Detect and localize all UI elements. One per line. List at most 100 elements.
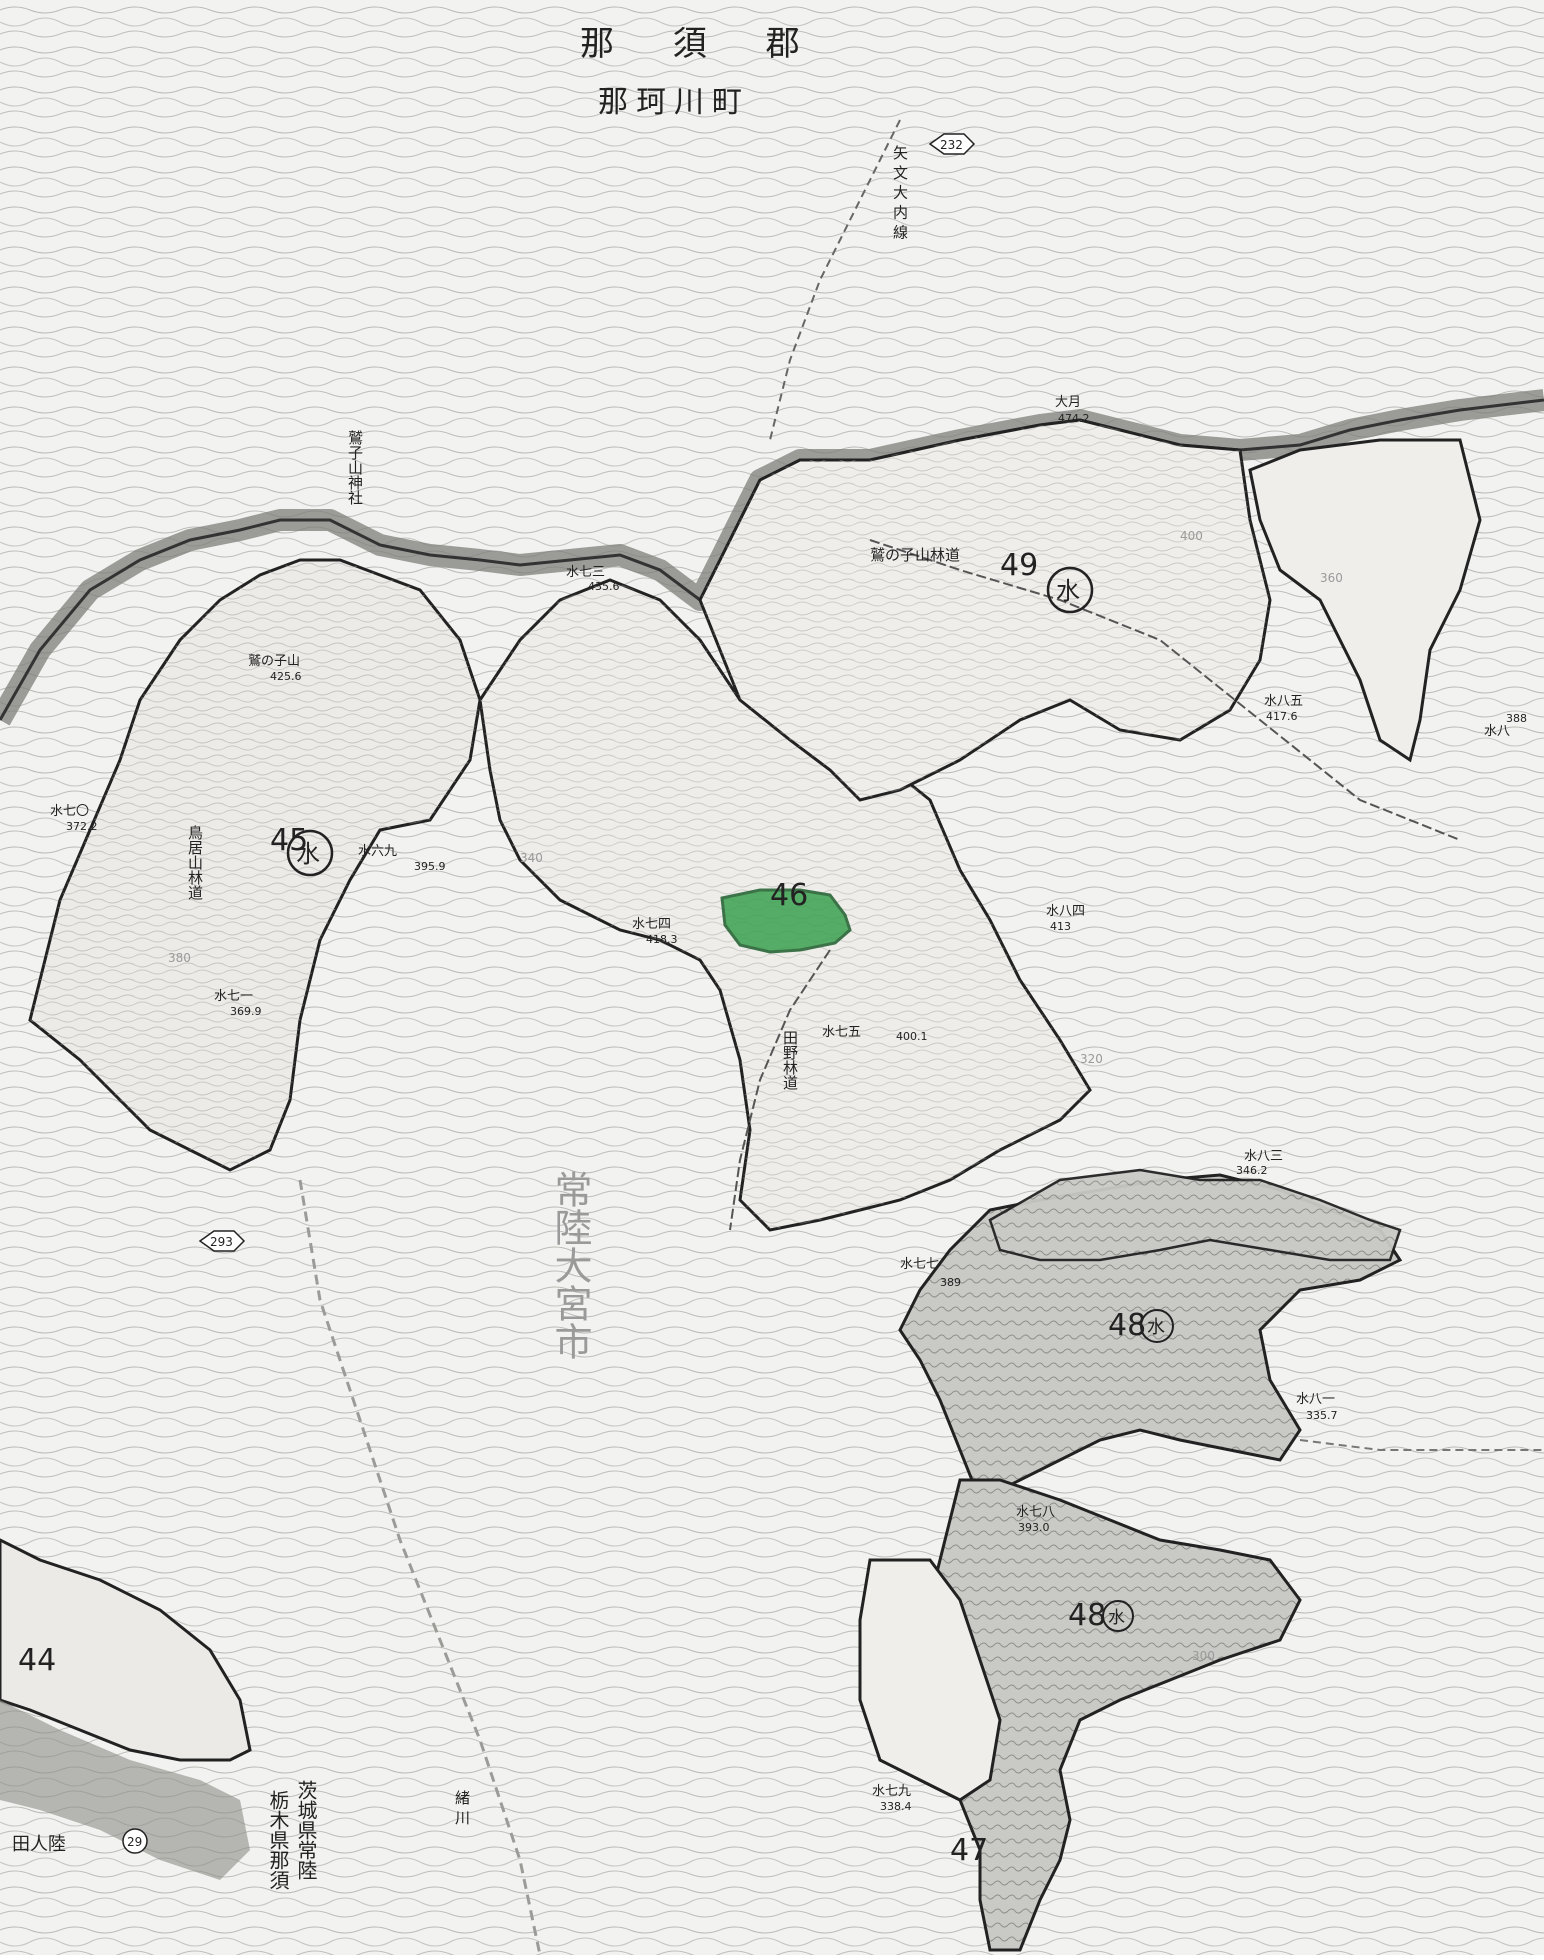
contour-label: 360 [1320,571,1343,585]
svg-text:水八四: 水八四 [1046,904,1085,919]
svg-text:大月: 大月 [1055,395,1081,410]
svg-text:水: 水 [1147,1317,1165,1338]
svg-text:水八: 水八 [1484,724,1510,739]
svg-text:水七七: 水七七 [900,1257,939,1272]
survey-point-p11: 水八四 413 [1046,904,1085,933]
survey-point-p4: 水七四 418.3 [632,917,678,946]
road-label-washinoko: 鷲の子山林道 [870,546,960,564]
svg-text:水八三: 水八三 [1244,1149,1283,1164]
svg-text:474.2: 474.2 [1058,412,1090,425]
contour-label: 300 [1192,1649,1215,1663]
svg-text:372.2: 372.2 [66,820,98,833]
survey-point-p15: 鷲の子山 425.6 [248,654,302,683]
svg-text:413: 413 [1050,920,1071,933]
survey-point-p5: 水七五 400.1 [822,1025,928,1043]
survey-point-p9: 水八一 335.7 [1296,1392,1338,1422]
svg-text:水七〇: 水七〇 [50,804,89,819]
route-shield-29: 29 [122,1828,148,1854]
survey-point-p16: 水八 388 [1484,712,1527,739]
survey-point-p2: 水七〇 372.2 [50,804,98,833]
survey-point-p12: 水八五 417.6 [1264,694,1303,723]
svg-text:水: 水 [1108,1608,1125,1628]
svg-text:418.3: 418.3 [646,933,678,946]
svg-text:水七五: 水七五 [822,1025,861,1040]
svg-text:435.6: 435.6 [588,580,620,593]
road-yabun-ouchi [769,119,901,441]
svg-text:346.2: 346.2 [1236,1164,1268,1177]
survey-point-p10: 水八三 346.2 [1236,1149,1283,1177]
survey-point-p14: 水六九 395.9 [358,844,446,873]
svg-text:水七八: 水七八 [1016,1505,1055,1520]
contour-label: 400 [1180,529,1203,543]
compartment-49-number[interactable]: 49 [1000,548,1038,583]
svg-text:水八一: 水八一 [1296,1392,1335,1407]
road-label-torii: 鳥居山林道 [186,824,204,900]
svg-text:水七三: 水七三 [566,565,605,580]
route-shield-232: 232 [928,133,976,155]
survey-point-p6: 水七七 389 [900,1257,961,1289]
compartment-ne-area[interactable] [1248,438,1482,763]
water-symbol-icon: 水 [1102,1600,1134,1632]
svg-text:335.7: 335.7 [1306,1409,1338,1422]
contour-label: 340 [520,851,543,865]
water-symbol-icon: 水 [1140,1309,1174,1343]
survey-point-p8: 水七九 338.4 [872,1784,912,1813]
survey-point-p7: 水七八 393.0 [1016,1505,1055,1534]
contour-label: 320 [1080,1052,1103,1066]
svg-text:水: 水 [296,840,320,868]
svg-text:水七一: 水七一 [214,989,253,1004]
svg-text:393.0: 393.0 [1018,1521,1050,1534]
svg-text:水七四: 水七四 [632,917,671,932]
compartment-44-number[interactable]: 44 [18,1643,56,1678]
svg-text:395.9: 395.9 [414,860,446,873]
highlighted-sub-compartment[interactable] [720,888,852,954]
compartment-48-strip[interactable] [988,1168,1402,1262]
prefecture-label-ibaraki: 茨城県常陸 [294,1780,318,1880]
survey-point-otsuki: 大月 474.2 [1055,395,1090,425]
town-label: 那珂川町 [598,85,750,120]
road-washinoko-rindo [869,539,1461,841]
compartment-45-texture [30,560,480,1170]
svg-text:369.9: 369.9 [230,1005,262,1018]
city-label: 常陸大宮市 [548,1170,592,1360]
bottom-left-label: 田人陸 [12,1834,66,1855]
svg-text:400.1: 400.1 [896,1030,928,1043]
svg-text:232: 232 [940,138,963,152]
compartment-44-area[interactable] [0,1538,252,1762]
river-ogawa [298,1179,542,1956]
road-label-yabun-ouchi: 矢 文 大 内 線 [891,145,909,239]
prefecture-label-tochigi: 栃木県那須 [266,1790,290,1890]
svg-text:425.6: 425.6 [270,670,302,683]
svg-text:389: 389 [940,1276,961,1289]
water-symbol-icon: 水 [1046,566,1094,614]
river-label-ogawa: 緒 川 [453,1790,471,1825]
road-east [1299,1439,1544,1451]
water-symbol-icon: 水 [286,829,334,877]
compartment-47-number[interactable]: 47 [950,1833,988,1868]
shrine-label: 鷲子山神社 [346,430,364,505]
district-label: 那 須 郡 [580,24,824,64]
route-shield-293: 293 [198,1230,246,1252]
compartment-46-number[interactable]: 46 [770,878,808,913]
svg-text:293: 293 [210,1235,233,1249]
compartment-48-number-a[interactable]: 48 [1108,1308,1146,1343]
svg-text:水七九: 水七九 [872,1784,911,1799]
contour-label: 380 [168,951,191,965]
svg-text:水六九: 水六九 [358,844,397,859]
road-label-tano: 田野林道 [781,1030,799,1090]
svg-text:338.4: 338.4 [880,1800,912,1813]
svg-text:417.6: 417.6 [1266,710,1298,723]
prefecture-boundary-band [0,1700,250,1880]
survey-point-p3: 水七一 369.9 [214,989,262,1018]
survey-point-p13: 水七三 435.6 [566,565,620,593]
compartment-48-number-b[interactable]: 48 [1068,1598,1106,1633]
svg-text:鷲の子山: 鷲の子山 [248,654,300,669]
compartment-47-inner [858,1558,1002,1802]
svg-text:水八五: 水八五 [1264,694,1303,709]
compartment-49-texture [700,420,1270,800]
svg-text:29: 29 [127,1835,142,1849]
svg-text:水: 水 [1056,577,1080,605]
